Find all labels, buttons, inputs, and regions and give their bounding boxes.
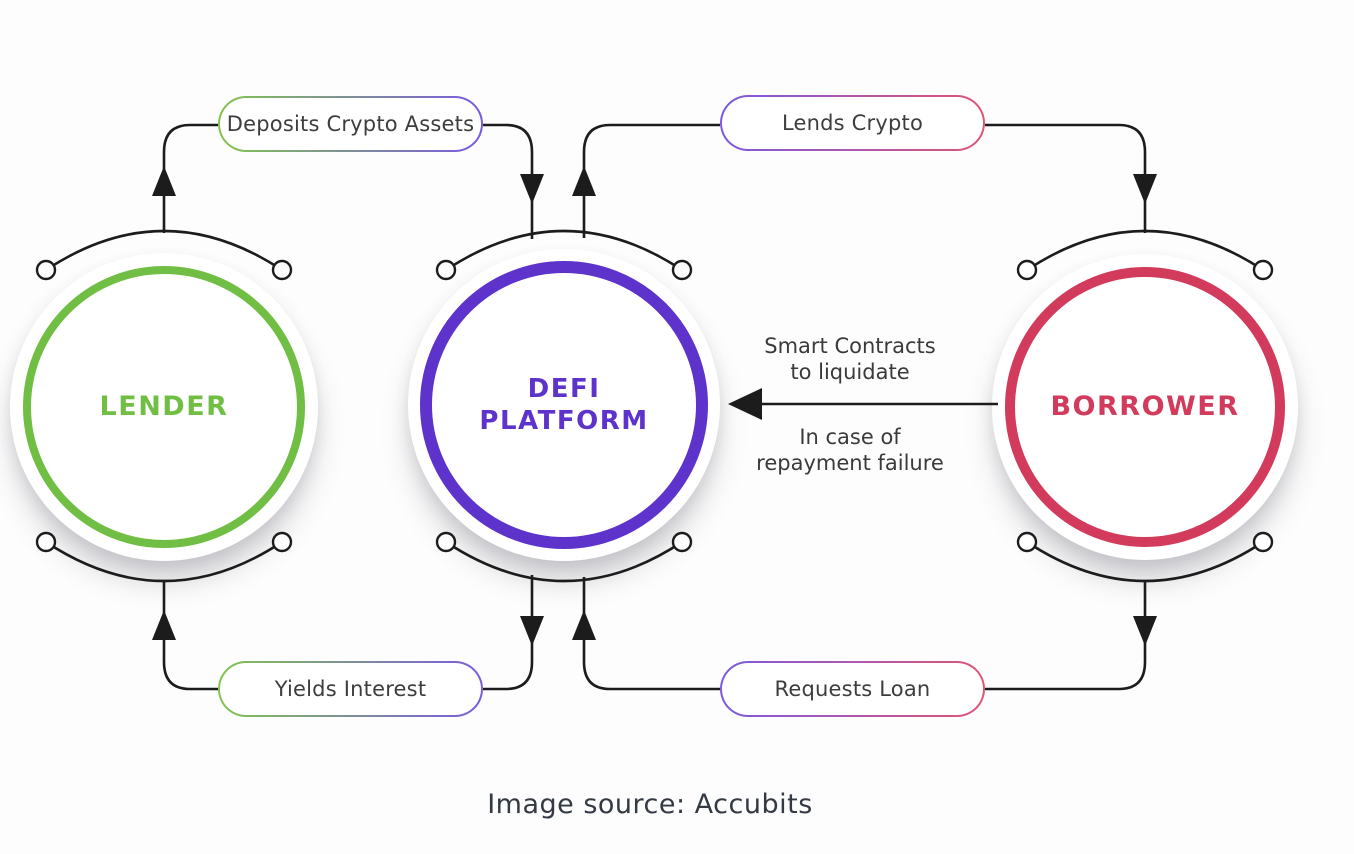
requests-loan-pill: Requests Loan: [720, 661, 985, 717]
deposits-up-arrow-icon: [152, 166, 176, 196]
requests-up-arrow-icon: [572, 610, 596, 640]
borrower-node: BORROWER: [992, 254, 1298, 560]
lends-up-arrow-icon: [572, 166, 596, 196]
deposits-down-arrow-icon: [520, 174, 544, 204]
borrower-label: BORROWER: [1050, 391, 1240, 423]
borrower-ring: [1005, 267, 1285, 547]
yields-interest-pill: Yields Interest: [218, 661, 483, 717]
lends-down-arrow-icon: [1133, 174, 1157, 204]
image-source-caption: Image source: Accubits: [487, 789, 813, 820]
defi-platform-label-line2: PLATFORM: [479, 406, 649, 436]
liquidation-note-line4: repayment failure: [756, 451, 944, 475]
yields-down-arrow-icon: [520, 616, 544, 646]
requests-flow-out-line: [985, 580, 1147, 691]
liquidation-note-top: Smart Contracts to liquidate: [728, 333, 972, 385]
requests-loan-label: Requests Loan: [722, 663, 983, 715]
liquidation-left-arrow-icon: [728, 388, 762, 420]
yields-flow-out-line: [483, 575, 534, 691]
liquidation-note-bottom: In case of repayment failure: [728, 424, 972, 476]
yields-interest-label: Yields Interest: [220, 663, 481, 715]
defi-platform-node: DEFI PLATFORM: [408, 249, 720, 561]
yields-flow-in-line: [162, 580, 218, 691]
liquidation-note-line2: to liquidate: [790, 360, 910, 384]
lender-label: LENDER: [99, 391, 229, 423]
liquidation-note-line1: Smart Contracts: [764, 334, 936, 358]
deposits-crypto-assets-pill: Deposits Crypto Assets: [218, 96, 483, 152]
lends-crypto-pill: Lends Crypto: [720, 95, 985, 151]
defi-platform-label: DEFI PLATFORM: [479, 373, 648, 438]
deposits-flow-out-line: [162, 123, 218, 233]
yields-up-arrow-icon: [152, 610, 176, 640]
deposits-flow-in-line: [483, 123, 534, 239]
lends-flow-out-line: [582, 123, 720, 238]
lends-crypto-label: Lends Crypto: [722, 97, 983, 149]
deposits-crypto-assets-label: Deposits Crypto Assets: [220, 98, 481, 150]
defi-platform-label-line1: DEFI: [527, 373, 601, 404]
requests-flow-in-line: [582, 577, 720, 691]
lender-node: LENDER: [10, 253, 318, 561]
lends-flow-in-line: [985, 123, 1147, 233]
liquidation-note-line3: In case of: [799, 425, 901, 449]
requests-down-arrow-icon: [1133, 616, 1157, 646]
